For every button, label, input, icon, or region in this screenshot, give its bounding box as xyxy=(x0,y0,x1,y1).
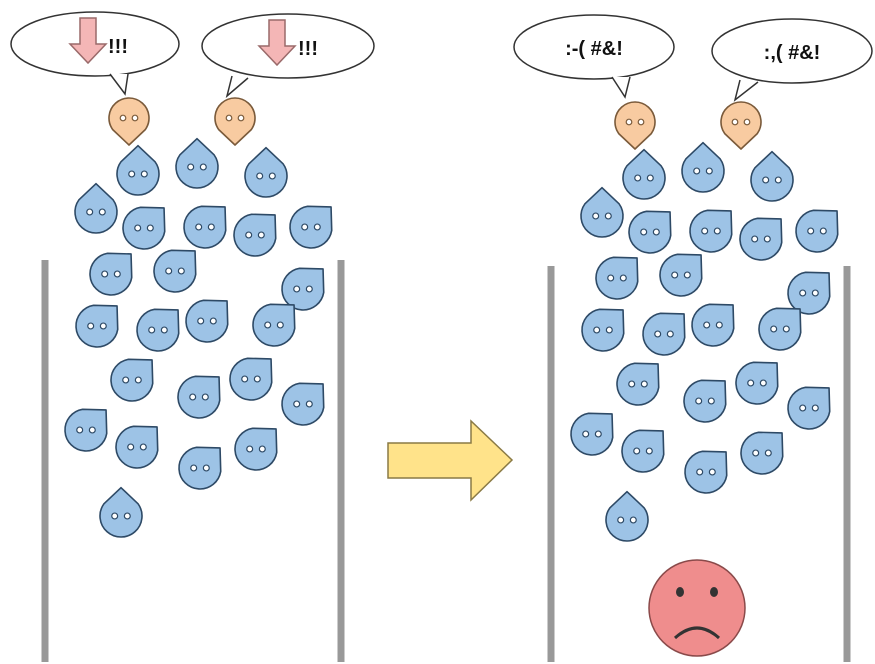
queued-drop xyxy=(570,412,614,456)
down-arrow-icon xyxy=(68,17,108,65)
head-drop xyxy=(108,97,150,146)
sad-face-mouth xyxy=(673,626,721,640)
queued-drop xyxy=(175,137,219,189)
queued-drop xyxy=(581,308,625,352)
sad-face-icon xyxy=(648,559,746,657)
queued-drop xyxy=(115,425,159,469)
head-drop xyxy=(614,101,656,150)
right-container xyxy=(547,266,851,662)
queued-drop xyxy=(684,450,728,494)
queued-drop xyxy=(787,271,831,315)
left-queued-drops xyxy=(64,137,333,538)
queued-drop xyxy=(229,357,273,401)
queued-drop xyxy=(628,210,672,254)
queued-drop xyxy=(281,382,325,426)
head-drop xyxy=(214,97,256,146)
queued-drop xyxy=(74,182,118,234)
right-arrow-icon xyxy=(387,419,514,502)
right-bubble-1-text: :-( #&! xyxy=(565,38,623,60)
queued-drop xyxy=(691,303,735,347)
down-arrow-icon xyxy=(257,19,297,67)
right-head-drops xyxy=(614,101,762,150)
head-drop xyxy=(720,101,762,150)
queued-drop xyxy=(136,308,180,352)
queued-drop xyxy=(289,205,333,249)
queued-drop xyxy=(89,252,133,296)
queued-drop xyxy=(622,148,666,200)
queued-drop xyxy=(621,429,665,473)
queued-drop xyxy=(616,362,660,406)
queued-drop xyxy=(177,375,221,419)
queued-drop xyxy=(659,253,703,297)
queued-drop xyxy=(605,490,649,542)
queued-drop xyxy=(683,379,727,423)
queued-drop xyxy=(234,427,278,471)
left-bubble-1: !!! xyxy=(10,11,180,96)
queued-drop xyxy=(795,209,839,253)
queued-drop xyxy=(740,431,784,475)
queued-drop xyxy=(580,186,624,238)
sad-face-left-eye xyxy=(676,587,684,597)
queued-drop xyxy=(681,141,725,193)
queued-drop xyxy=(64,408,108,452)
queued-drop xyxy=(739,217,783,261)
queued-drop xyxy=(750,150,794,202)
left-bubble-1-text: !!! xyxy=(108,36,128,58)
sad-face-right-eye xyxy=(710,587,718,597)
queued-drop xyxy=(99,486,143,538)
left-bubble-2: !!! xyxy=(201,13,375,99)
queued-drop xyxy=(595,256,639,300)
queued-drop xyxy=(735,361,779,405)
queued-drop xyxy=(185,299,229,343)
queued-drop xyxy=(689,209,733,253)
left-container xyxy=(41,260,345,662)
right-queued-drops xyxy=(570,141,839,542)
queued-drop xyxy=(122,206,166,250)
queued-drop xyxy=(178,446,222,490)
queued-drop xyxy=(116,144,160,196)
queued-drop xyxy=(75,304,119,348)
queued-drop xyxy=(281,267,325,311)
queued-drop xyxy=(252,303,296,347)
queued-drop xyxy=(758,307,802,351)
queued-drop xyxy=(183,205,227,249)
queued-drop xyxy=(244,146,288,198)
left-head-drops xyxy=(108,97,256,146)
queued-drop xyxy=(787,386,831,430)
right-bubble-2: :,( #&! xyxy=(711,18,873,102)
queued-drop xyxy=(110,358,154,402)
queued-drop xyxy=(233,213,277,257)
left-bubble-2-text: !!! xyxy=(298,38,318,60)
queued-drop xyxy=(153,249,197,293)
queued-drop xyxy=(642,312,686,356)
right-bubble-1: :-( #&! xyxy=(513,14,675,99)
right-bubble-2-text: :,( #&! xyxy=(764,42,821,64)
